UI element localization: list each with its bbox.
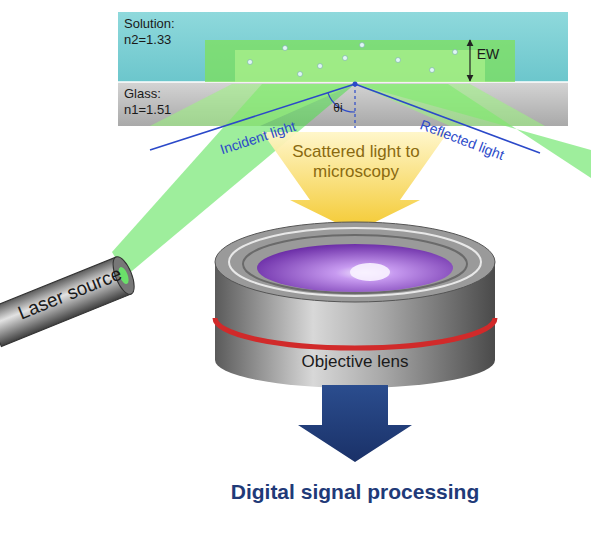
band-label: Glass: n1=1.51: [118, 82, 208, 121]
band-region: Glass: n1=1.51: [118, 82, 568, 126]
laser-source: [0, 254, 139, 347]
particles: [248, 43, 458, 77]
evanescent-core: [235, 50, 485, 82]
light-label: Scattered light to microscopy: [281, 142, 431, 183]
band-label: Solution: n2=1.33: [118, 12, 208, 51]
reflection-point: [353, 82, 358, 87]
normal-line: [354, 84, 355, 128]
incident-fan: [150, 84, 355, 126]
processing-arrow: [298, 385, 412, 462]
scattered-light-arrow: [262, 132, 448, 232]
angle-label: θi: [333, 101, 342, 115]
objective-lens: [215, 222, 495, 388]
ew-bracket: [469, 40, 470, 81]
device-label: Objective lens: [302, 352, 409, 372]
process-label: Digital signal processing: [231, 479, 480, 504]
ew-label: EW: [477, 46, 500, 63]
band-region: Solution: n2=1.33: [118, 12, 568, 82]
solution-band: [118, 12, 568, 82]
evanescent-wave: [205, 40, 515, 82]
